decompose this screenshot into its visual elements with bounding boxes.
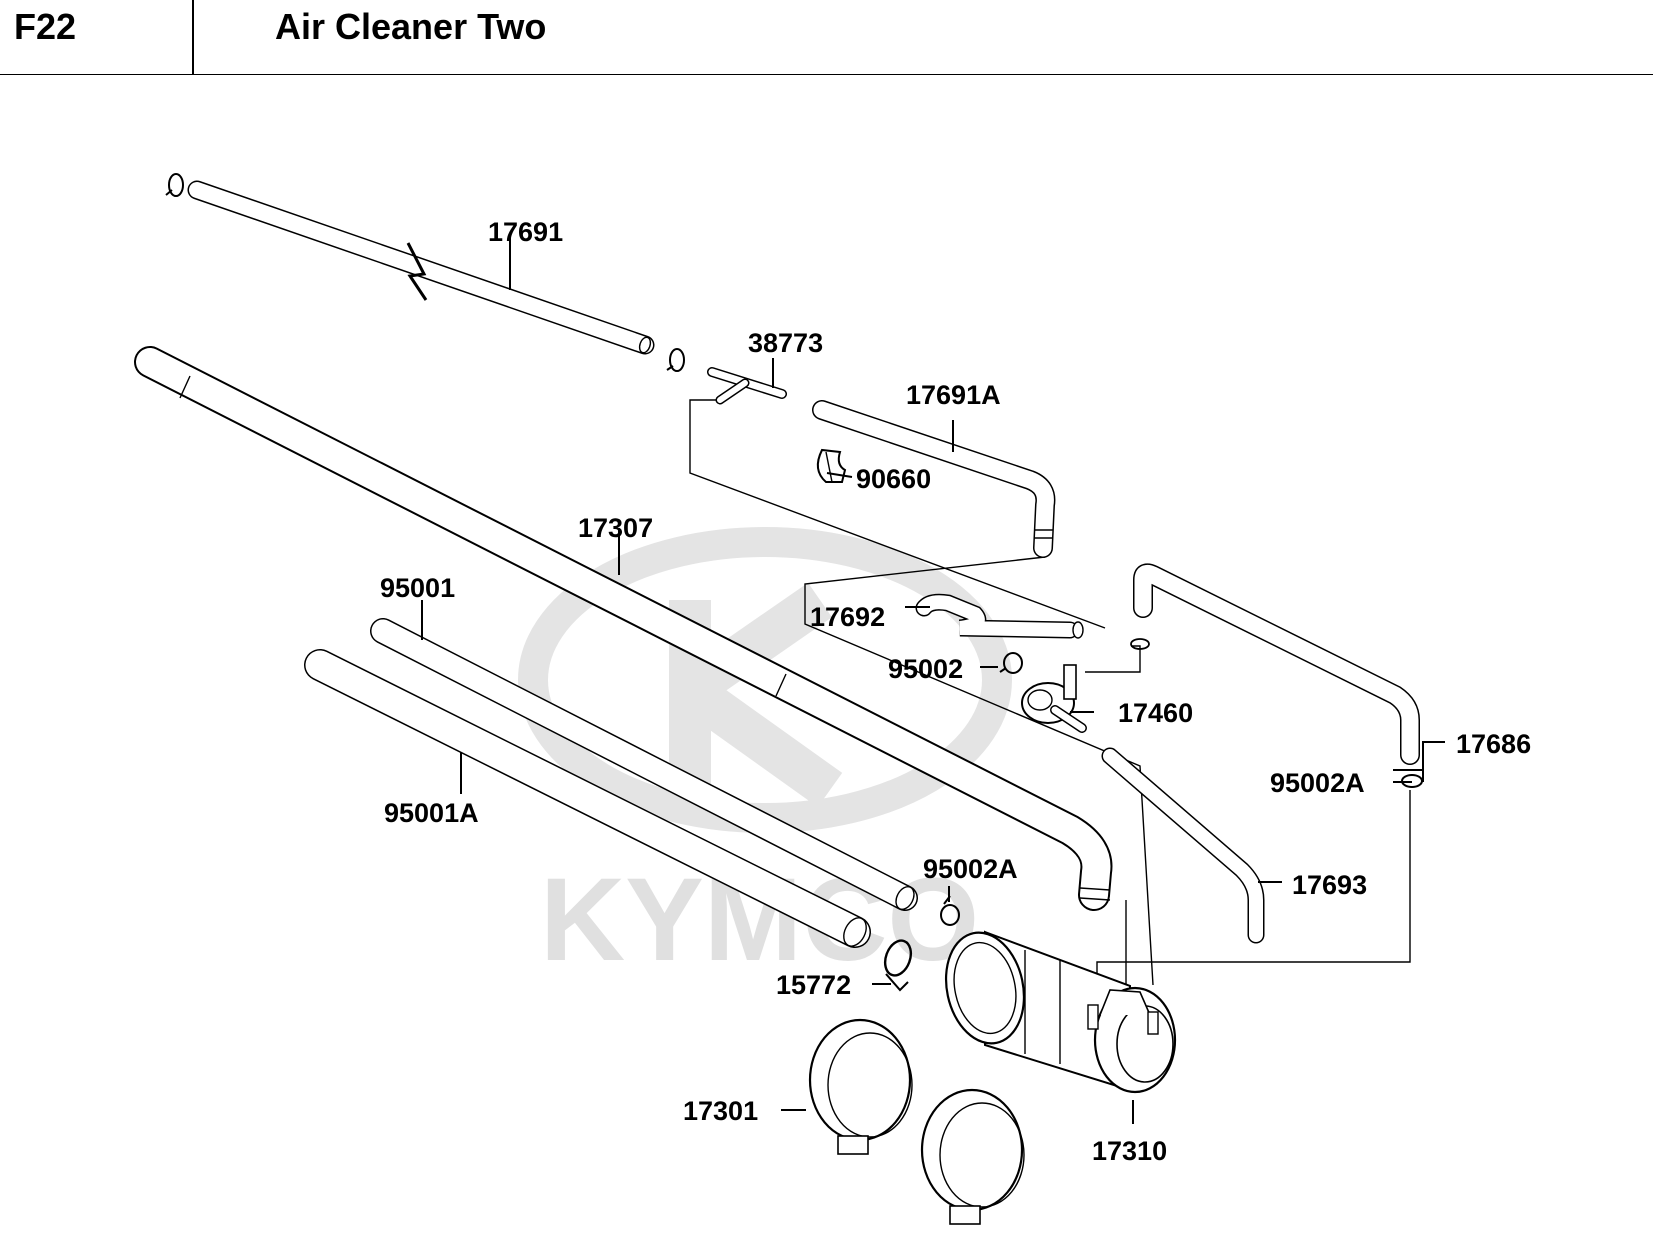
page-header: F22 Air Cleaner Two [0,0,1653,75]
part-label-17692: 17692 [810,602,885,632]
clip-17691-right [666,348,685,372]
part-label-15772: 15772 [776,970,851,1000]
part-label-95001: 95001 [380,573,455,603]
clamp-15772 [883,939,913,992]
part-label-95002A-right: 95002A [1270,768,1365,798]
part-label-17301: 17301 [683,1096,758,1126]
t-joint-38773 [707,367,787,405]
clip-95002 [999,652,1023,674]
clamp-90660 [816,448,847,483]
band-17301-second [920,1088,1025,1225]
air-cleaner-17310 [944,930,1177,1094]
part-label-95002: 95002 [888,654,963,684]
hose-17686 [1130,563,1420,765]
band-17301 [808,1018,913,1155]
tube-95001 [370,618,918,911]
section-code: F22 [14,6,77,47]
hose-17691A [812,400,1056,558]
part-label-17310: 17310 [1092,1136,1167,1166]
tube-95001A [304,649,871,948]
header-divider [192,0,194,74]
hose-17692 [915,593,1084,639]
part-label-17691: 17691 [488,217,563,247]
part-label-90660: 90660 [856,464,931,494]
hose-17693 [1101,747,1265,944]
part-label-95002A-center: 95002A [923,854,1018,884]
valve-17460 [1021,664,1087,733]
part-label-17686: 17686 [1456,729,1531,759]
part-label-17693: 17693 [1292,870,1367,900]
part-label-38773: 38773 [748,328,823,358]
part-label-95001A: 95001A [384,798,479,828]
clip-17691-left [165,173,184,197]
part-labels: 17691 38773 17691A 90660 17307 95001 176… [380,217,1531,1166]
hose-17691 [187,180,655,355]
part-label-17691A: 17691A [906,380,1001,410]
part-label-17307: 17307 [578,513,653,543]
hose-17307 [134,346,1113,911]
part-label-17460: 17460 [1118,698,1193,728]
section-title: Air Cleaner Two [275,6,547,47]
callout-leaders [421,238,1445,1124]
